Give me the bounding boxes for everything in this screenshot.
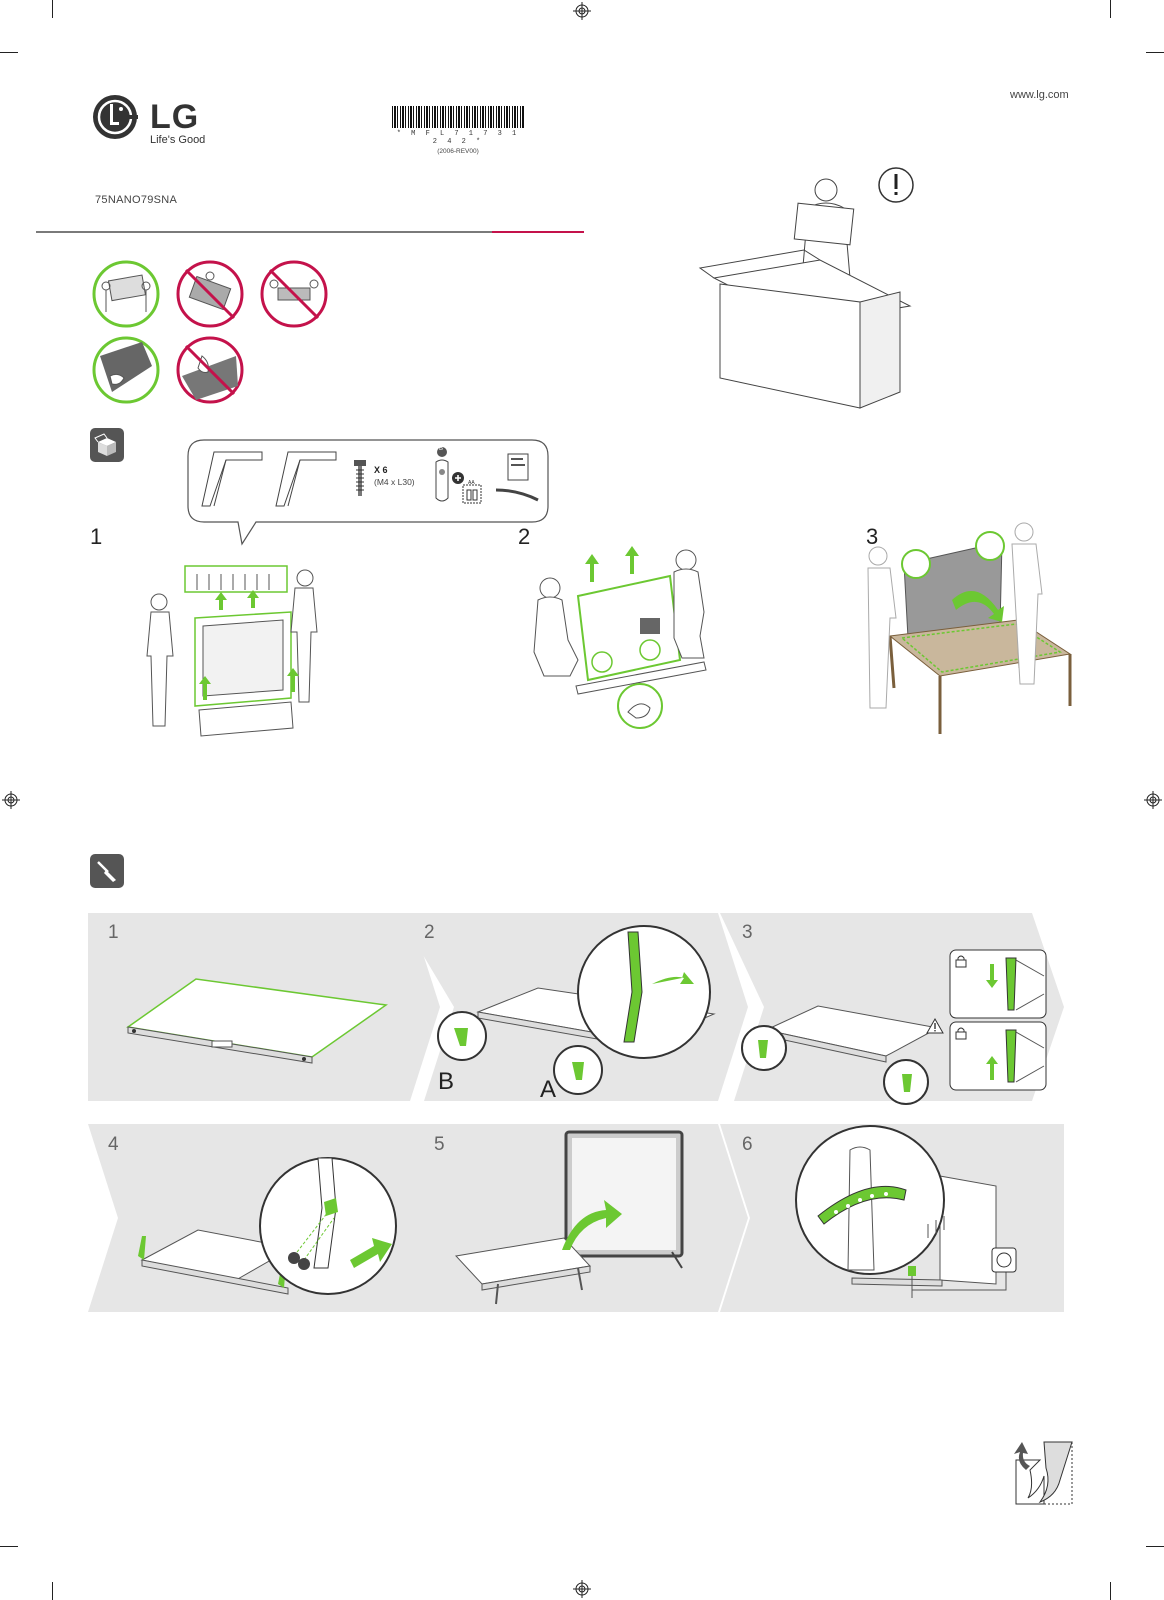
unpack-step-1-illustration [146, 565, 318, 737]
stand-leg-right-part [275, 451, 337, 507]
crop-mark [0, 52, 18, 53]
screw-quantity: X 6 [374, 465, 388, 475]
crop-mark [52, 0, 53, 18]
lg-logo-icon [93, 95, 138, 139]
screwdriver-icon [97, 861, 116, 882]
assembly-step-4-illustration [138, 1157, 397, 1295]
assembly-step-1-illustration [126, 978, 388, 1064]
handling-do-carry-upright [92, 260, 160, 328]
unpack-step-2-illustration [533, 546, 707, 729]
assembly-step-5-illustration [455, 1130, 684, 1305]
box-opening-illustration [698, 178, 912, 409]
assembly-step-number: 1 [108, 922, 119, 943]
warning-exclamation-icon [878, 167, 914, 203]
assembly-step-6-illustration [795, 1125, 1017, 1298]
stand-label-b: B [438, 1068, 455, 1095]
brand-name: LG [150, 98, 200, 136]
manual-icon [507, 453, 529, 481]
barcode-revision: (2006-REV00) [437, 148, 479, 155]
assembly-step-2-illustration [437, 925, 716, 1095]
cable-holder-icon [495, 488, 539, 502]
crop-mark [1110, 0, 1111, 18]
assembly-step-number: 2 [424, 922, 435, 943]
screwdriver-icon [90, 854, 124, 888]
barcode-bars [392, 106, 524, 128]
unpack-step-3-illustration [867, 522, 1072, 734]
box-open-icon [94, 433, 116, 456]
unpack-step-number: 2 [518, 524, 531, 549]
lock-detail-top [949, 949, 1047, 1019]
registration-mark-icon [2, 791, 20, 809]
lock-icon [955, 955, 967, 968]
battery-icon [462, 484, 482, 504]
brand-tagline: Life's Good [150, 134, 206, 146]
lock-detail-bottom [949, 1021, 1047, 1091]
crop-mark [1110, 1582, 1111, 1600]
assembly-step-3-illustration [741, 1005, 940, 1105]
remote-control-icon [435, 447, 449, 502]
handling-dont-press-screen [176, 336, 244, 404]
assembly-step-number: 4 [108, 1134, 119, 1155]
registration-mark-icon [573, 1580, 591, 1598]
caution-triangle-icon [926, 1017, 944, 1034]
header-rule [36, 231, 584, 233]
plus-icon [452, 472, 464, 484]
handling-dont-one-person [176, 260, 244, 328]
unpack-step-number: 1 [90, 524, 103, 549]
handling-do-hold-edges [92, 336, 160, 404]
contents-callout [187, 439, 549, 546]
screw-icon [354, 460, 366, 496]
box-open-icon [90, 428, 124, 462]
lg-logo: LG Life's Good [92, 92, 222, 152]
barcode-number: * M F L 7 1 7 3 1 2 4 2 * [396, 130, 520, 146]
unpack-step-number: 3 [866, 524, 879, 549]
model-number: 75NANO79SNA [95, 194, 178, 206]
assembly-step-number: 3 [742, 922, 753, 943]
battery-label: AA [468, 480, 475, 486]
crop-mark [52, 1582, 53, 1600]
crop-mark [1146, 52, 1164, 53]
stand-label-a: A [540, 1076, 557, 1103]
registration-mark-icon [1144, 791, 1162, 809]
website-url: www.lg.com [1010, 89, 1069, 101]
page-turn-icon [1014, 1441, 1073, 1505]
assembly-step-number: 6 [742, 1134, 753, 1155]
header-rule-accent [492, 231, 584, 233]
handling-dont-flat-carry [260, 260, 328, 328]
registration-mark-icon [573, 2, 591, 20]
barcode: * M F L 7 1 7 3 1 2 4 2 * (2006-REV00) [392, 106, 524, 156]
remote-badge: B [439, 446, 444, 452]
assembly-step-number: 5 [434, 1134, 445, 1155]
stand-leg-left-part [201, 451, 263, 507]
crop-mark [1146, 1546, 1164, 1547]
crop-mark [0, 1546, 18, 1547]
lock-icon [955, 1027, 967, 1040]
screw-spec: (M4 x L30) [374, 477, 415, 487]
